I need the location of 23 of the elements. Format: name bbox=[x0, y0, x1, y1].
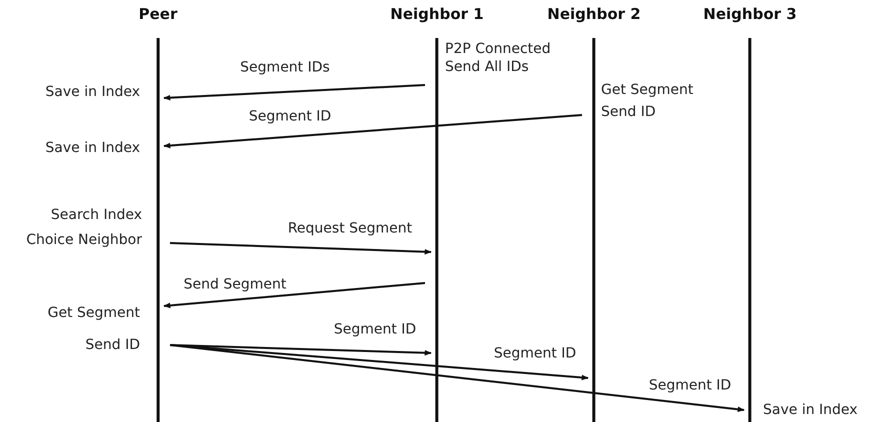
step-note: Save in Index bbox=[763, 401, 859, 419]
arrow bbox=[170, 242, 432, 255]
step-note: Save in Index bbox=[44, 139, 140, 157]
edge-label: Send Segment bbox=[182, 276, 288, 294]
participant-name: Neighbor 2 bbox=[547, 4, 641, 24]
edge-label: Segment ID bbox=[646, 378, 734, 394]
participant-name: Peer bbox=[138, 4, 178, 24]
arrow bbox=[163, 282, 426, 308]
step-note: Get Segment Send ID bbox=[46, 304, 140, 355]
arrow bbox=[163, 84, 426, 100]
step-note: Search Index Choice Neighbor bbox=[25, 206, 142, 250]
edge-label: Segment ID bbox=[246, 108, 334, 126]
step-note: Save in Index bbox=[44, 83, 140, 101]
arrow bbox=[170, 344, 589, 380]
edge-label: Segment ID bbox=[332, 322, 418, 338]
step-note: P2P Connected Send All IDs bbox=[445, 40, 552, 76]
participant-name: Neighbor 3 bbox=[703, 4, 797, 24]
edge-label: Segment ID bbox=[492, 346, 578, 362]
edge-label: Segment IDs bbox=[238, 60, 332, 76]
arrow bbox=[163, 114, 582, 148]
participant-name: Neighbor 1 bbox=[390, 4, 484, 24]
arrow bbox=[170, 344, 745, 412]
step-note: Get Segment Send ID bbox=[601, 81, 694, 122]
